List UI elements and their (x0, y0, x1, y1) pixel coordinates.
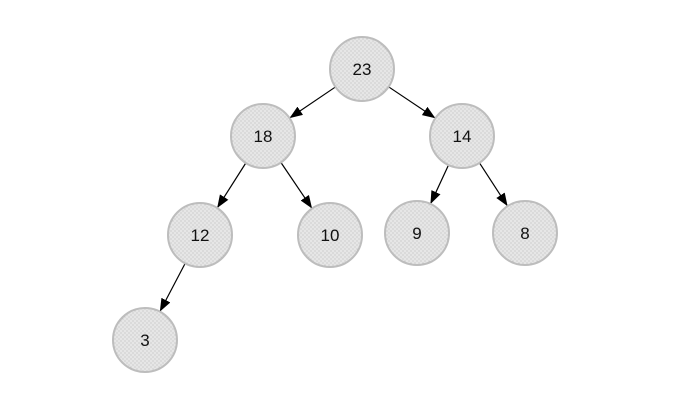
tree-edge-n18-n10 (280, 162, 313, 209)
node-label: 3 (140, 331, 149, 350)
node-circle (429, 103, 495, 169)
node-label: 10 (321, 226, 340, 245)
node-label: 8 (520, 224, 529, 243)
node-label: 18 (254, 127, 273, 146)
tree-node-14: 14 (429, 103, 495, 169)
node-circle (112, 307, 178, 373)
node-circle (167, 202, 233, 268)
tree-edge-n18-n12 (217, 162, 247, 209)
node-circle (297, 202, 363, 268)
node-circle (230, 103, 296, 169)
tree-edge-n14-n8 (478, 162, 508, 207)
tree-node-10: 10 (297, 202, 363, 268)
tree-node-9: 9 (384, 200, 450, 266)
node-circle (384, 200, 450, 266)
node-label: 9 (412, 224, 421, 243)
tree-edge-n23-n18 (289, 86, 336, 119)
tree-node-23: 23 (329, 36, 395, 102)
node-circle (329, 36, 395, 102)
node-label: 14 (453, 127, 472, 146)
tree-edge-n12-n3 (159, 263, 186, 312)
tree-node-3: 3 (112, 307, 178, 373)
node-circle (492, 200, 558, 266)
tree-edge-n23-n14 (388, 86, 436, 119)
tree-node-12: 12 (167, 202, 233, 268)
tree-node-8: 8 (492, 200, 558, 266)
node-label: 12 (191, 226, 210, 245)
tree-node-18: 18 (230, 103, 296, 169)
node-label: 23 (353, 60, 372, 79)
tree-edge-n14-n9 (430, 164, 450, 204)
